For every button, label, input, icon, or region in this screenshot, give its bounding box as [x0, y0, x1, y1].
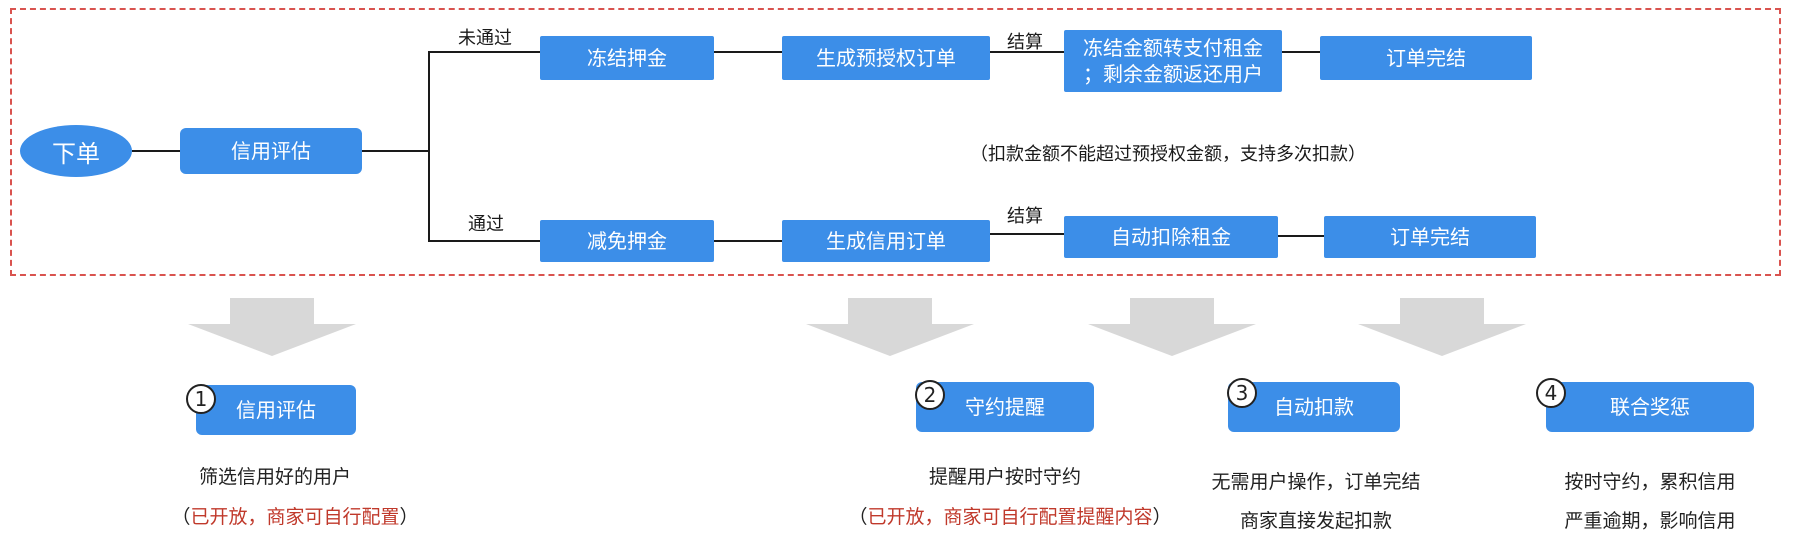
deduction-note: （扣款金额不能超过预授权金额，支持多次扣款） — [970, 144, 1366, 165]
fail-order-complete-node: 订单完结 — [1320, 36, 1532, 80]
feature-number-2: 2 — [915, 380, 945, 410]
down-arrow-icon — [1088, 298, 1256, 356]
feature-desc-3-line1: 无需用户操作，订单完结 — [1211, 471, 1421, 493]
down-arrow-icon — [188, 298, 356, 356]
feature-desc-1-close: ） — [399, 506, 419, 528]
pass-settle-label: 结算 — [1007, 206, 1043, 227]
connector-eval-branch — [362, 150, 430, 152]
feature-desc-2-highlight: 已开放，商家可自行配置提醒内容 — [867, 506, 1153, 528]
connector-pass-2-3 — [990, 233, 1064, 235]
feature-desc-2-line2: （已开放，商家可自行配置提醒内容） — [848, 502, 1171, 529]
branch-fail-label: 未通过 — [458, 28, 512, 49]
connector-fail-2-3 — [990, 51, 1064, 53]
feature-desc-2-open: （ — [848, 506, 868, 528]
connector-start-eval — [132, 150, 180, 152]
connector-pass-1-2 — [714, 240, 782, 242]
feature-desc-1-open: （ — [171, 506, 191, 528]
connector-fail-1-2 — [714, 51, 782, 53]
feature-title-reminder: 守约提醒 — [916, 382, 1094, 432]
feature-desc-1-line1: 筛选信用好的用户 — [198, 466, 352, 488]
preauth-order-node: 生成预授权订单 — [782, 36, 990, 80]
freeze-to-rent-node: 冻结金额转支付租金 ；剩余金额返还用户 — [1064, 30, 1282, 92]
feature-desc-1-highlight: 已开放，商家可自行配置 — [190, 506, 400, 528]
flow-frame — [10, 8, 1781, 276]
credit-eval-node: 信用评估 — [180, 128, 362, 174]
connector-branch-pass — [428, 240, 540, 242]
freeze-deposit-node: 冻结押金 — [540, 36, 714, 80]
feature-title-joint-reward: 联合奖惩 — [1546, 382, 1754, 432]
feature-desc-3-line2: 商家直接发起扣款 — [1239, 510, 1393, 532]
feature-desc-4-line2: 严重逾期，影响信用 — [1564, 510, 1736, 532]
feature-title-credit-eval: 信用评估 — [196, 385, 356, 435]
feature-number-4: 4 — [1536, 378, 1566, 408]
pass-order-complete-node: 订单完结 — [1324, 216, 1536, 258]
connector-branch-vertical — [428, 51, 430, 242]
fail-settle-label: 结算 — [1007, 32, 1043, 53]
connector-fail-3-4 — [1282, 51, 1320, 53]
waive-deposit-node: 减免押金 — [540, 220, 714, 262]
feature-title-auto-deduct: 自动扣款 — [1228, 382, 1400, 432]
start-node: 下单 — [20, 125, 132, 177]
feature-desc-2-line1: 提醒用户按时守约 — [928, 466, 1082, 488]
connector-branch-fail — [428, 51, 540, 53]
down-arrow-icon — [806, 298, 974, 356]
connector-pass-3-4 — [1278, 235, 1324, 237]
feature-desc-2-close: ） — [1152, 506, 1172, 528]
feature-number-1: 1 — [186, 384, 216, 414]
down-arrow-icon — [1358, 298, 1526, 356]
feature-desc-4-line1: 按时守约，累积信用 — [1564, 471, 1736, 493]
freeze-to-rent-line2: ；剩余金额返还用户 — [1083, 62, 1263, 86]
branch-pass-label: 通过 — [468, 214, 504, 235]
feature-desc-1-line2: （已开放，商家可自行配置） — [171, 502, 418, 529]
credit-order-node: 生成信用订单 — [782, 220, 990, 262]
freeze-to-rent-line1: 冻结金额转支付租金 — [1083, 36, 1263, 60]
auto-deduct-rent-node: 自动扣除租金 — [1064, 216, 1278, 258]
feature-number-3: 3 — [1227, 378, 1257, 408]
